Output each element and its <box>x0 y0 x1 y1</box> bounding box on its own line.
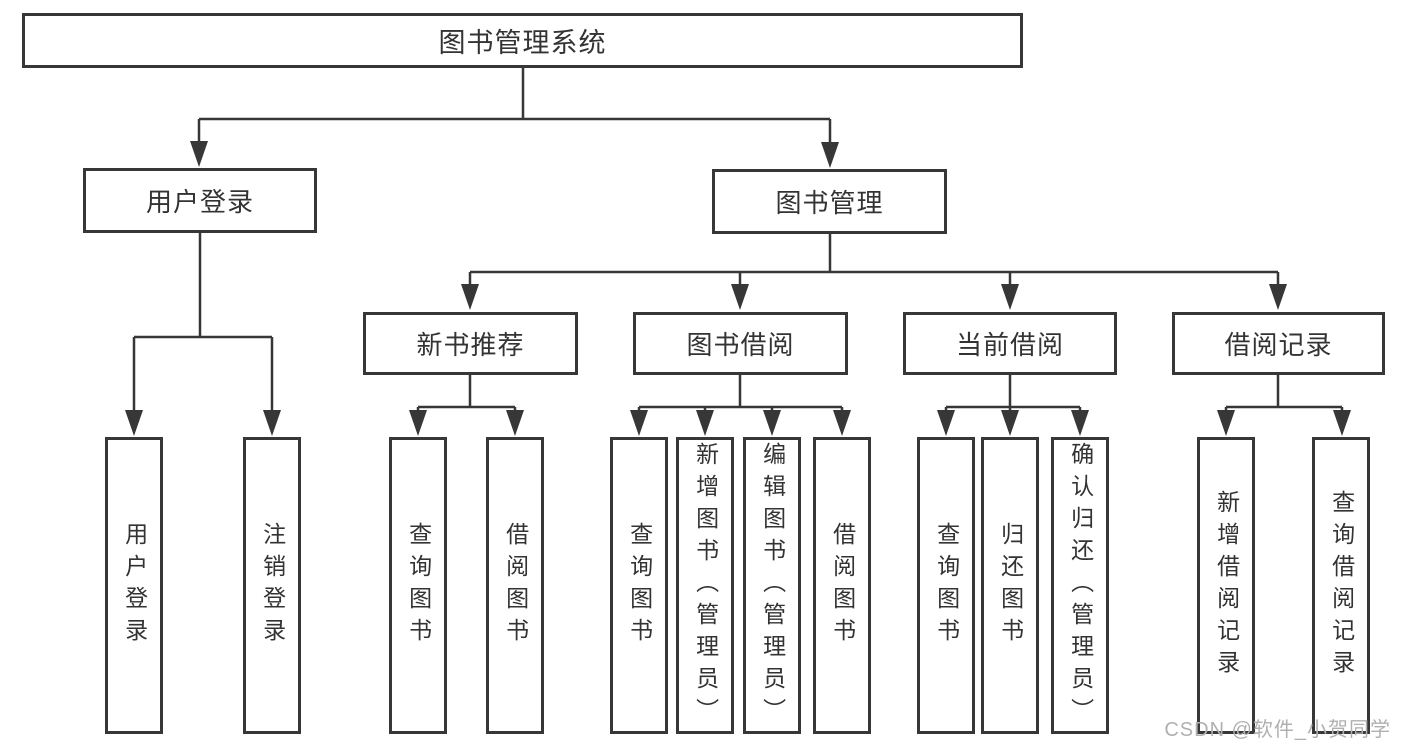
leaf-add-books-admin: 新增图书（管理员） <box>676 437 734 734</box>
leaf-confirm-return-admin: 确认归还（管理员） <box>1051 437 1109 734</box>
leaf-edit-books-admin-label: 编辑图书（管理员） <box>759 441 786 730</box>
leaf-query-books-current-label: 查询图书 <box>933 521 960 650</box>
csdn-watermark: CSDN @软件_小贺同学 <box>1164 719 1391 741</box>
leaf-query-borrow-record-label: 查询借阅记录 <box>1328 489 1355 682</box>
leaf-confirm-return-admin-label: 确认归还（管理员） <box>1067 441 1094 730</box>
node-current-borrowing-label: 当前借阅 <box>955 330 1064 360</box>
leaf-borrow-books: 借阅图书 <box>813 437 871 734</box>
node-borrowing-records: 借阅记录 <box>1172 312 1385 375</box>
arrowheads <box>125 141 1351 436</box>
leaf-query-books-recommend: 查询图书 <box>389 437 447 734</box>
node-book-management-module-label: 图书管理 <box>775 188 884 218</box>
node-root-system-label: 图书管理系统 <box>438 28 607 58</box>
leaf-borrow-books-recommend: 借阅图书 <box>486 437 544 734</box>
leaf-logout: 注销登录 <box>243 437 301 734</box>
node-current-borrowing: 当前借阅 <box>903 312 1117 375</box>
node-book-borrowing-label: 图书借阅 <box>686 330 795 360</box>
leaf-query-borrow-record: 查询借阅记录 <box>1312 437 1370 734</box>
node-root-system: 图书管理系统 <box>22 13 1023 68</box>
node-user-login-module-label: 用户登录 <box>145 187 254 217</box>
node-borrowing-records-label: 借阅记录 <box>1224 330 1333 360</box>
leaf-query-books-recommend-label: 查询图书 <box>405 521 432 650</box>
leaf-return-books: 归还图书 <box>981 437 1039 734</box>
node-user-login-module: 用户登录 <box>83 168 317 233</box>
node-book-borrowing: 图书借阅 <box>633 312 848 375</box>
node-book-management-module: 图书管理 <box>712 169 947 234</box>
leaf-add-books-admin-label: 新增图书（管理员） <box>692 441 719 730</box>
leaf-borrow-books-recommend-label: 借阅图书 <box>502 521 529 650</box>
node-new-book-recommend: 新书推荐 <box>363 312 578 375</box>
leaf-add-borrow-record-label: 新增借阅记录 <box>1213 489 1240 682</box>
leaf-query-books-current: 查询图书 <box>917 437 975 734</box>
leaf-edit-books-admin: 编辑图书（管理员） <box>743 437 801 734</box>
leaf-query-books-borrowing-label: 查询图书 <box>626 521 653 650</box>
node-new-book-recommend-label: 新书推荐 <box>416 330 525 360</box>
leaf-query-books-borrowing: 查询图书 <box>610 437 668 734</box>
leaf-borrow-books-label: 借阅图书 <box>829 521 856 650</box>
leaf-user-login-label: 用户登录 <box>121 521 148 650</box>
leaf-user-login: 用户登录 <box>105 437 163 734</box>
leaf-return-books-label: 归还图书 <box>997 521 1024 650</box>
leaf-logout-label: 注销登录 <box>259 521 286 650</box>
leaf-add-borrow-record: 新增借阅记录 <box>1197 437 1255 734</box>
